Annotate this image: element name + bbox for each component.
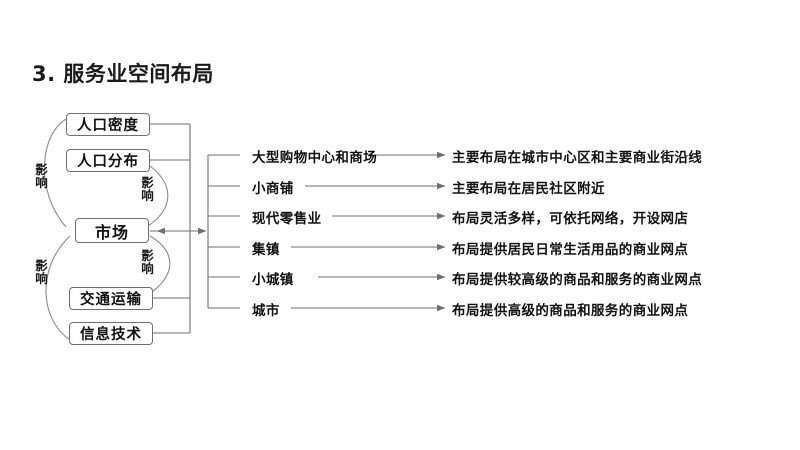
category-label-city[interactable]: 城市: [252, 303, 280, 319]
category-label-small-shop[interactable]: 小商铺: [252, 181, 294, 197]
description-small-shop: 主要布局在居民社区附近: [452, 181, 605, 197]
description-city: 布局提供高级的商品和服务的商业网点: [452, 303, 689, 319]
node-information-technology[interactable]: 信息技术: [69, 322, 153, 345]
influence-label-right-top: 影响: [141, 175, 154, 204]
influence-label-left-bottom: 影响: [35, 258, 48, 287]
node-transportation[interactable]: 交通运输: [69, 287, 153, 310]
influence-label-right-bottom: 影响: [141, 248, 154, 277]
category-label-mall[interactable]: 大型购物中心和商场: [252, 150, 378, 166]
row-arrows: [291, 151, 446, 312]
description-market-town: 布局提供居民日常生活用品的商业网点: [452, 242, 689, 258]
page-title: 3. 服务业空间布局: [32, 62, 214, 86]
category-label-market-town[interactable]: 集镇: [252, 242, 280, 258]
description-mall: 主要布局在城市中心区和主要商业街沿线: [452, 150, 703, 166]
node-population-distribution[interactable]: 人口分布: [66, 149, 150, 172]
category-bracket: [207, 154, 240, 309]
category-label-small-city[interactable]: 小城镇: [252, 272, 294, 288]
node-population-density[interactable]: 人口密度: [66, 113, 150, 136]
influence-label-left-top: 影响: [35, 162, 48, 191]
description-small-city: 布局提供较高级的商品和服务的商业网点: [452, 272, 703, 288]
influence-curves: [43, 117, 171, 341]
category-label-modern-retail[interactable]: 现代零售业: [252, 211, 322, 227]
node-market[interactable]: 市场: [75, 218, 149, 243]
description-modern-retail: 布局灵活多样，可依托网络，开设网店: [452, 211, 689, 227]
left-column-rails: [150, 123, 191, 334]
